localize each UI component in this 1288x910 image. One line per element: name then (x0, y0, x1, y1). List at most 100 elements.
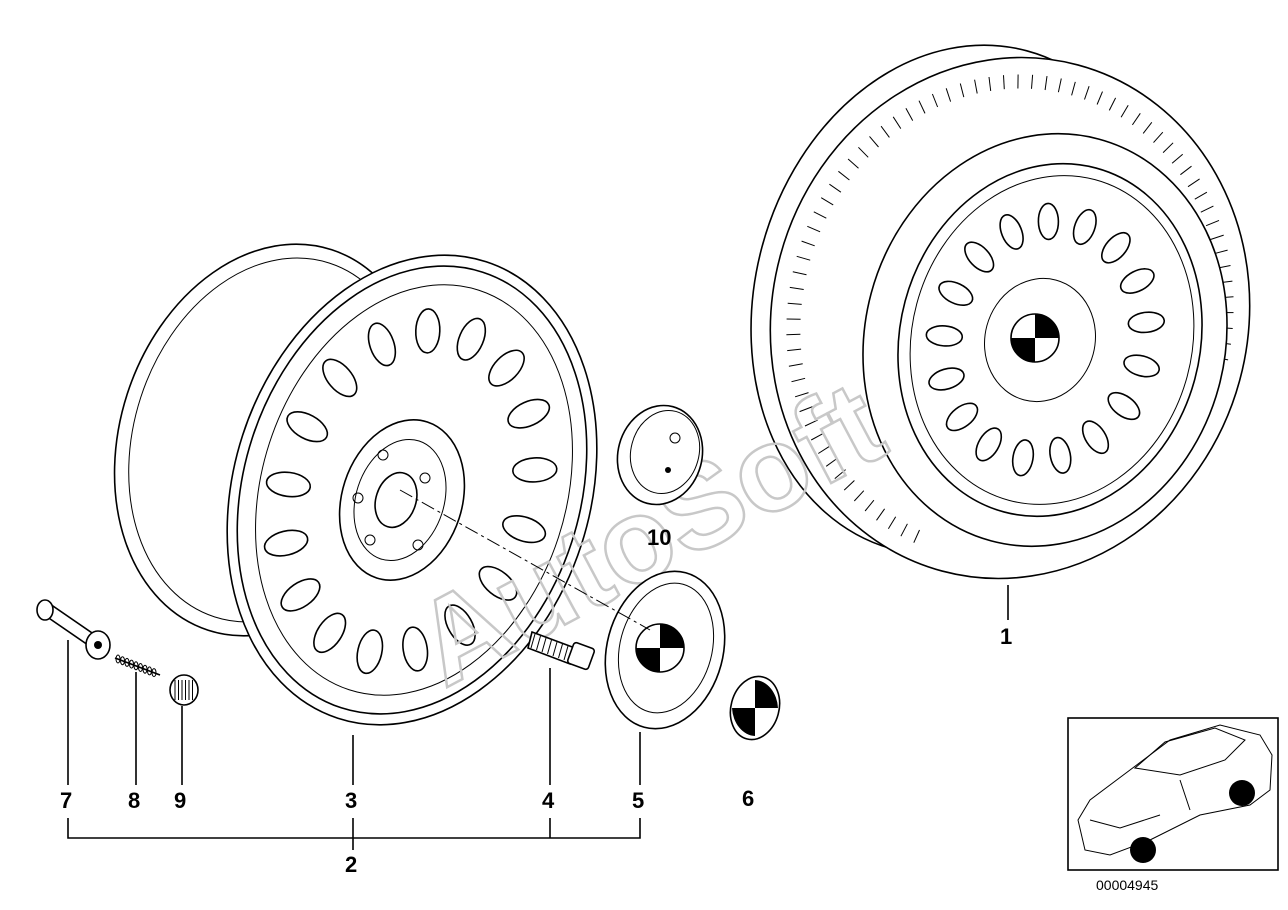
spoke-hole (1081, 420, 1110, 455)
tread-mark (796, 255, 811, 261)
spoke-hole (265, 471, 312, 498)
core-coil (124, 657, 130, 667)
spoke-hole (975, 427, 1003, 462)
tread-mark (1153, 131, 1164, 143)
bolt-thread-line (536, 635, 541, 651)
tread-mark (931, 93, 939, 108)
callout-10: 10 (647, 525, 671, 550)
spoke-hole (478, 565, 518, 601)
core-coil (138, 663, 143, 672)
tread-mark (1187, 178, 1200, 188)
tread-mark (804, 419, 818, 427)
tread-mark (794, 392, 809, 398)
bolt-thread-line (552, 641, 558, 657)
tread-mark (880, 125, 890, 138)
spoke-hole (1119, 268, 1155, 294)
tread-mark (945, 88, 952, 102)
tread-mark (869, 136, 879, 148)
tread-mark (900, 523, 908, 537)
spoke-hole (488, 349, 525, 387)
hub-cover (604, 570, 726, 730)
bolt-thread-line (563, 645, 569, 661)
tread-mark (829, 183, 842, 193)
core-coil (147, 666, 152, 676)
spoke-hole (1037, 202, 1060, 241)
spoke-hole (280, 578, 321, 612)
bolt-thread-line (558, 643, 563, 659)
tread-mark (1096, 91, 1103, 105)
callout-7: 7 (60, 788, 72, 813)
spoke-hole (507, 398, 551, 429)
tread-mark (1057, 78, 1062, 93)
tread-mark (820, 197, 834, 206)
callout-9: 9 (174, 788, 186, 813)
complete-wheel-with-tire (750, 44, 1251, 580)
tread-mark (786, 333, 801, 336)
spoke-hole (313, 612, 347, 654)
core-coil (129, 659, 134, 669)
tread-mark (789, 286, 804, 290)
tread-mark (1194, 191, 1208, 200)
tread-mark (788, 363, 803, 367)
wheel-spoke-holes (925, 202, 1166, 477)
tread-mark (876, 508, 886, 521)
tread-mark (1108, 97, 1117, 111)
spoke-hole (502, 515, 547, 544)
emblem (729, 675, 781, 741)
tread-mark (1210, 234, 1224, 240)
tread-mark (843, 480, 855, 491)
tread-mark (787, 348, 802, 352)
spoke-hole (1101, 231, 1131, 264)
spoke-hole (1123, 354, 1160, 378)
callout-2: 2 (345, 852, 357, 877)
core-coil (115, 654, 121, 664)
bolt-thread-line (541, 637, 547, 653)
spoke-hole (1127, 311, 1166, 334)
tread-mark (1171, 153, 1184, 164)
tread-mark (905, 108, 914, 121)
diagram-code: 00004945 (1096, 877, 1159, 893)
rim-spoke-holes (263, 308, 558, 675)
spoke-hole (263, 529, 309, 557)
callout-4: 4 (542, 788, 555, 813)
spoke-hole (367, 322, 397, 367)
spoke-hole (1107, 391, 1141, 421)
spoke-hole (928, 367, 965, 391)
wheel-rim (113, 243, 598, 726)
spoke-hole (414, 308, 441, 354)
tread-mark (825, 457, 838, 467)
spoke-hole (286, 411, 329, 443)
core-coil (133, 661, 139, 671)
spoke-hole (456, 317, 487, 361)
tread-mark (1213, 249, 1228, 255)
tread-mark (853, 490, 865, 502)
leader-lines (67, 489, 1009, 850)
tread-mark (1131, 113, 1141, 126)
bolt-thread-line (547, 639, 552, 655)
valve-stem (36, 599, 111, 660)
spoke-hole (999, 214, 1024, 250)
tread-mark (818, 445, 831, 454)
core-coil (120, 656, 125, 666)
tread-mark (892, 116, 902, 129)
spoke-hole (964, 241, 995, 273)
tread-mark (913, 529, 920, 543)
tread-mark (1162, 142, 1174, 153)
tread-mark (792, 271, 807, 276)
vehicle-thumbnail (1067, 717, 1279, 871)
tread-mark (1180, 165, 1192, 176)
tread-mark (810, 432, 824, 441)
callout-3: 3 (345, 788, 357, 813)
spoke-hole (1072, 208, 1097, 246)
spoke-hole (925, 325, 964, 347)
tread-mark (801, 240, 815, 247)
tread-mark (813, 211, 827, 219)
tread-mark (847, 158, 859, 169)
callout-6: 6 (742, 786, 754, 811)
tread-mark (974, 79, 978, 94)
tread-mark (959, 83, 965, 98)
tread-mark (1084, 86, 1090, 100)
tread-mark (1142, 121, 1153, 134)
